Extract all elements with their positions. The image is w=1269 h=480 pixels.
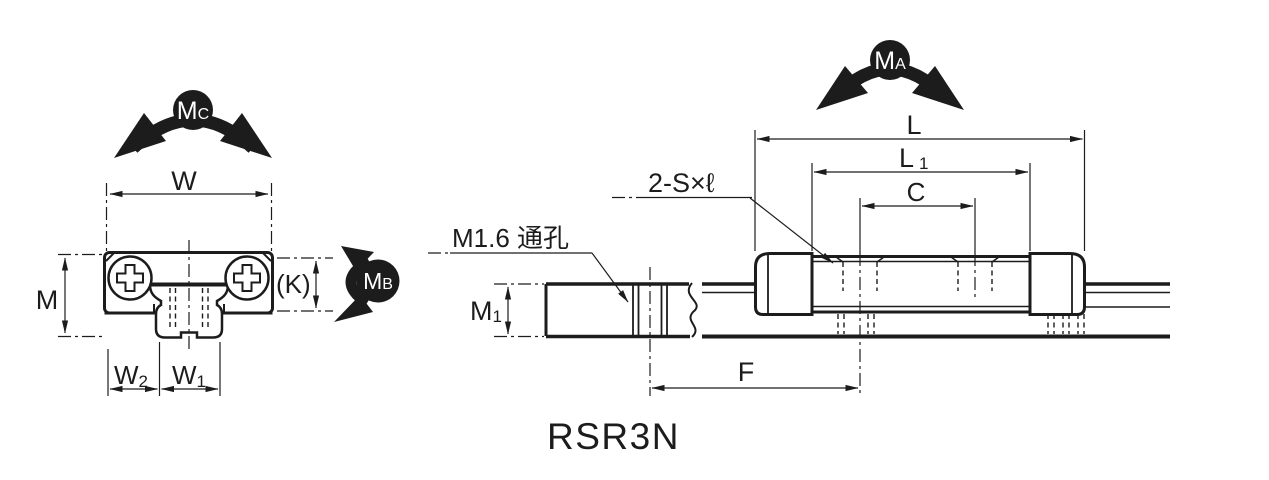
- rail-section: [104, 240, 273, 353]
- rail-side: [544, 267, 1170, 396]
- model-name-label: RSR3N: [547, 416, 680, 457]
- svg-text:W2: W2: [114, 360, 148, 391]
- dim-m: M: [36, 253, 105, 338]
- dim-w2: W2: [107, 342, 161, 396]
- rail-break-line: [687, 282, 698, 338]
- svg-text:W1: W1: [172, 360, 206, 391]
- mounting-screw-icon: [224, 255, 270, 301]
- carriage-block-side: [754, 252, 1086, 397]
- dim-l1-label-sub: 1: [919, 154, 928, 173]
- svg-text:MA: MA: [874, 47, 906, 75]
- mc-label: M: [177, 97, 198, 125]
- svg-text:L1: L1: [899, 143, 929, 173]
- svg-text:MB: MB: [363, 268, 393, 294]
- dim-f: F: [651, 357, 859, 392]
- dim-k-label: (K): [276, 269, 311, 299]
- dim-w: W: [105, 166, 273, 251]
- moment-arrow-mb-icon: MB: [334, 246, 400, 322]
- dim-w1-label-sub: 1: [197, 372, 206, 391]
- dim-l: L: [754, 110, 1086, 251]
- block-body: [810, 255, 1032, 314]
- end-cap-right: [1028, 252, 1086, 316]
- dim-l1-label: L: [899, 143, 914, 173]
- rail-hole-note-leader: [591, 252, 629, 303]
- mb-label: M: [363, 268, 382, 294]
- hidden-lines-under-block: [837, 314, 1085, 334]
- dim-w1: W1: [161, 342, 221, 396]
- dim-f-label: F: [738, 357, 755, 387]
- dim-w1-label: W: [172, 360, 197, 390]
- front-view: MC W M: [36, 90, 400, 396]
- svg-text:M1: M1: [470, 296, 502, 326]
- rail-hole-note-label: M1.6 通孔: [452, 223, 569, 253]
- dim-l-label: L: [906, 110, 921, 140]
- screw-note-leader: [749, 197, 834, 264]
- moment-arrow-mc-icon: MC: [114, 90, 272, 158]
- dim-w2-label: W: [114, 360, 139, 390]
- dim-m1-label-sub: 1: [493, 307, 502, 326]
- end-cap-left: [754, 252, 814, 316]
- ma-label: M: [874, 47, 895, 75]
- dim-c-label: C: [907, 177, 926, 207]
- screw-note-label: 2-S×ℓ: [648, 168, 715, 198]
- dim-c: C: [859, 177, 976, 253]
- mb-label-sub: B: [382, 276, 393, 293]
- dim-m-label: M: [36, 285, 59, 315]
- ma-label-sub: A: [895, 56, 906, 73]
- rail-hole-note: M1.6 通孔: [428, 223, 629, 303]
- dim-k: (K): [276, 257, 333, 312]
- dim-m1: M1: [470, 283, 544, 338]
- tap-hole-hidden-lines: [842, 262, 993, 291]
- moment-arrow-ma-icon: MA: [816, 40, 964, 110]
- svg-text:MC: MC: [177, 97, 209, 125]
- mc-label-sub: C: [198, 106, 210, 123]
- dim-w-label: W: [171, 166, 197, 196]
- mounting-screw-icon: [107, 255, 153, 301]
- screw-note: 2-S×ℓ: [612, 168, 834, 264]
- dim-w2-label-sub: 2: [139, 372, 148, 391]
- tap-hole-chamfers: [835, 256, 1000, 263]
- dim-m1-label: M: [470, 296, 493, 326]
